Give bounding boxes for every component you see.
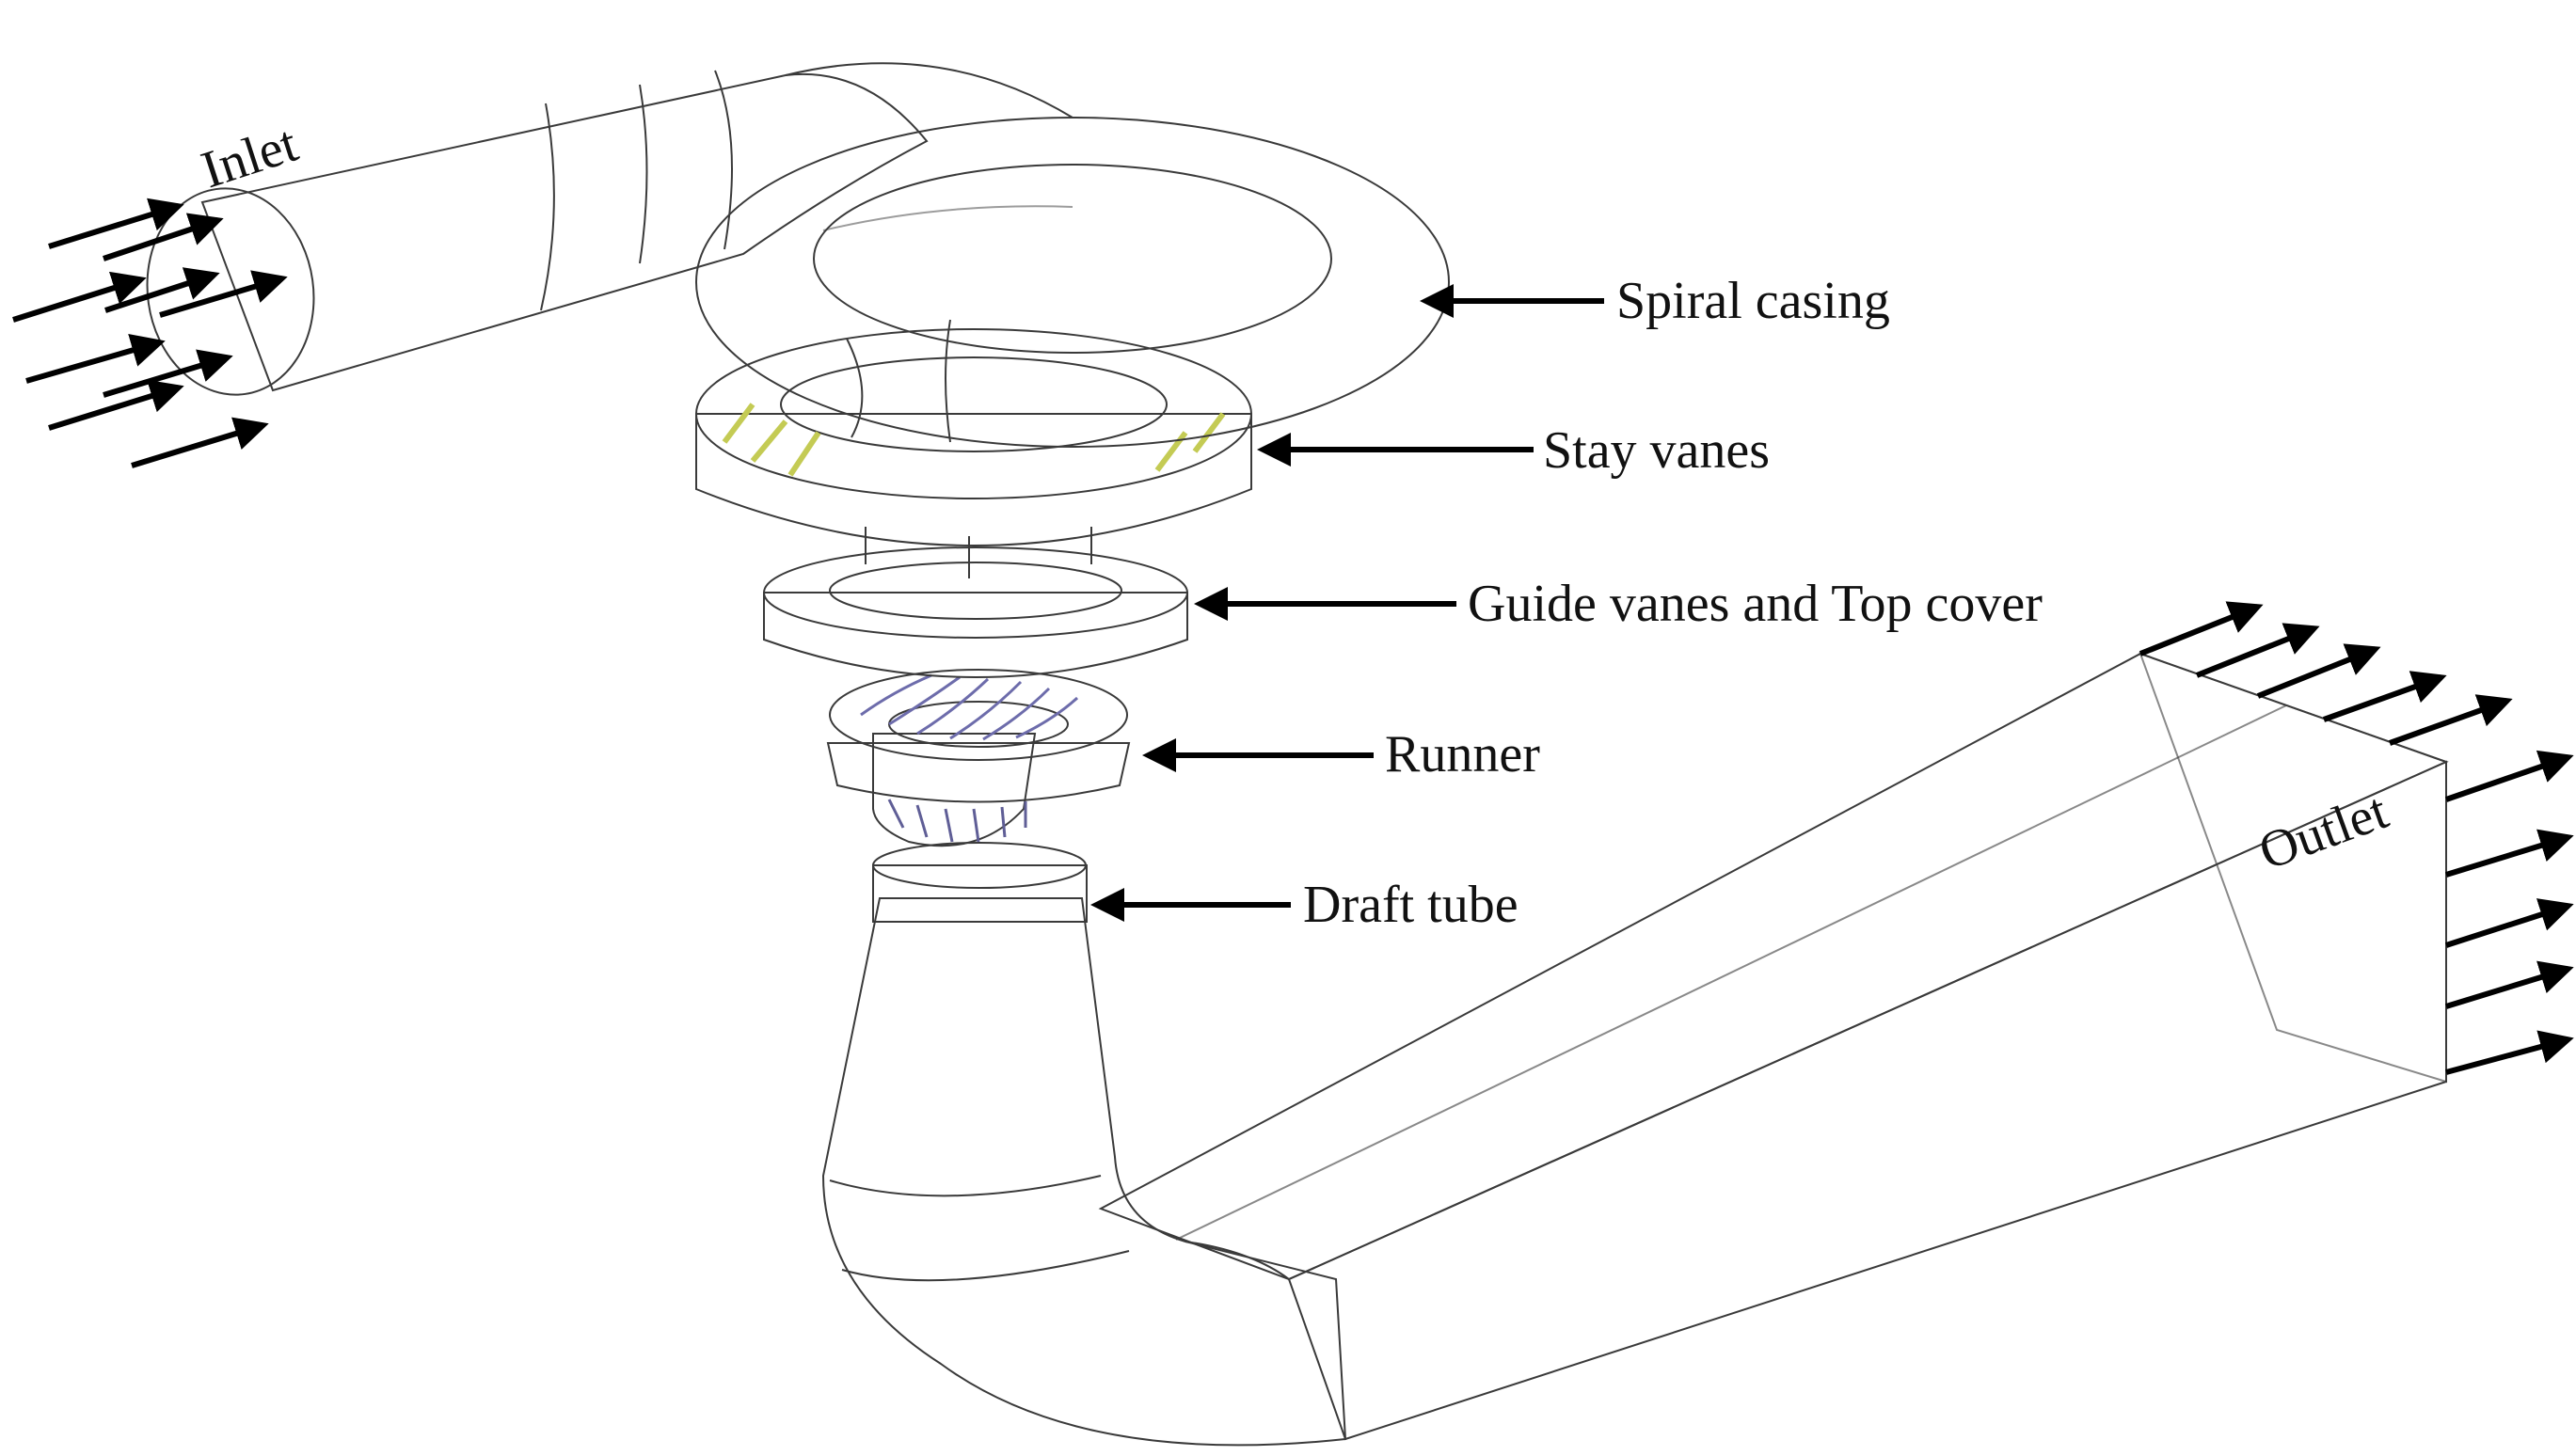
outlet-arrow	[2322, 671, 2447, 722]
outlet-arrow	[2256, 643, 2381, 699]
runner-label: Runner	[1385, 725, 1540, 783]
inlet-arrow	[12, 271, 147, 323]
outlet-arrow	[2388, 694, 2513, 746]
leader-arrows	[1090, 284, 1604, 922]
outlet-arrow	[2445, 829, 2574, 878]
inlet-arrow	[131, 417, 269, 468]
inlet-arrow	[25, 334, 166, 384]
inlet-arrow	[159, 270, 288, 318]
guide-vanes-top-cover	[763, 546, 1188, 678]
stay-vanes-label: Stay vanes	[1543, 421, 1770, 480]
inlet-label: Inlet	[195, 115, 305, 200]
outlet-arrow	[2139, 601, 2264, 657]
outlet-arrow	[2445, 750, 2574, 802]
draft-tube-label: Draft tube	[1303, 876, 1519, 934]
inlet-arrow	[103, 349, 233, 398]
inlet-arrow	[48, 379, 184, 431]
draft-tube	[821, 652, 2449, 1447]
guide-vanes-label: Guide vanes and Top cover	[1468, 575, 2043, 633]
outlet-flow-arrows	[2139, 601, 2574, 1075]
runner	[826, 669, 1131, 847]
spiral-casing	[146, 62, 1450, 448]
stay-vanes	[695, 328, 1252, 578]
inlet-arrow	[48, 198, 184, 249]
inlet-arrow	[104, 267, 220, 313]
outlet-arrow	[2445, 898, 2574, 948]
outlet-arrow	[2445, 1030, 2574, 1075]
outlet-arrow	[2445, 960, 2574, 1009]
inlet-flow-arrows	[12, 198, 288, 468]
spiral-casing-label: Spiral casing	[1616, 272, 1890, 330]
outlet-arrow	[2195, 623, 2320, 678]
outlet-label: Outlet	[2251, 782, 2395, 881]
inlet-arrow	[103, 213, 224, 261]
